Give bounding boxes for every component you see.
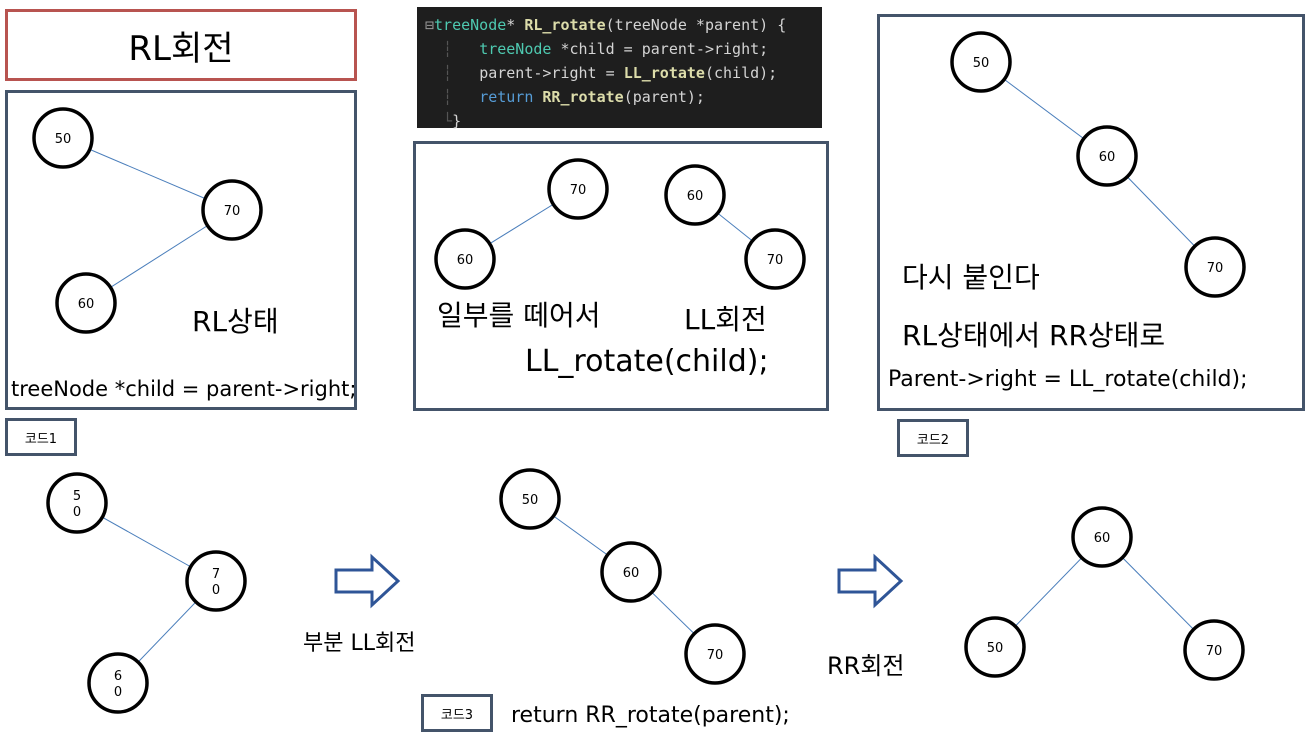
code-line4-post: (parent);: [623, 88, 705, 106]
tree-node: 70: [1183, 619, 1245, 681]
node-circle: [744, 228, 806, 290]
tree-node: 70: [684, 623, 746, 685]
node-circle: [87, 652, 149, 714]
transition-label: RL상태에서 RR상태로: [902, 319, 1166, 352]
tree-node: 70: [1184, 236, 1246, 298]
node-circle: [964, 616, 1026, 678]
node-circle: [46, 472, 108, 534]
code-close-brace: }: [452, 112, 462, 130]
tree-node: 60: [55, 272, 117, 334]
rr-rotate-label: RR회전: [827, 652, 905, 680]
code-star: *: [506, 16, 525, 34]
right-arrow-icon: [334, 553, 401, 609]
code1-text: treeNode *child = parent->right;: [11, 377, 357, 401]
rl-state-label: RL상태: [192, 305, 279, 338]
collapse-icon[interactable]: ⊟: [425, 16, 435, 34]
reattach-label: 다시 붙인다: [902, 261, 1040, 294]
code-fn-ll: LL_rotate: [623, 64, 705, 82]
node-circle: [499, 468, 561, 530]
node-label: 70: [1206, 644, 1223, 659]
node-label: 60: [623, 566, 640, 581]
node-label: 60: [687, 189, 704, 204]
node-label: 60: [78, 297, 95, 312]
tree-node: 60: [1071, 506, 1133, 568]
ll-rotate-label: LL회전: [684, 303, 767, 336]
node-circle: [600, 541, 662, 603]
page-title: RL회전: [128, 28, 234, 69]
node-label: 60: [457, 253, 474, 268]
tree-node: 50: [32, 107, 94, 169]
node-circle: [684, 623, 746, 685]
code2-text: Parent->right = LL_rotate(child);: [888, 367, 1248, 392]
tree-node: 70: [744, 228, 806, 290]
node-label: 70: [224, 204, 241, 219]
node-label: 70: [1207, 261, 1224, 276]
node-circle: [1076, 125, 1138, 187]
node-label: 50: [973, 56, 990, 71]
tree-node: 60: [664, 164, 726, 226]
tree-node: 60: [600, 541, 662, 603]
tree-node: 50: [950, 31, 1012, 93]
node-label: 60: [1099, 150, 1116, 165]
code-line3-pre: parent->right =: [479, 64, 624, 82]
tree-node: 50: [499, 468, 561, 530]
node-circle: [434, 228, 496, 290]
code-line3-post: (child);: [704, 64, 778, 82]
tree-node: 70: [547, 158, 609, 220]
node-circle: [32, 107, 94, 169]
tree-node: 60: [434, 228, 496, 290]
node-label: 50: [987, 641, 1004, 656]
tree-node: 70: [201, 179, 263, 241]
node-circle: [664, 164, 726, 226]
tree-node: 60: [1076, 125, 1138, 187]
node-circle: [1184, 236, 1246, 298]
node-label: 50: [55, 132, 72, 147]
code1-tag: 코드1: [5, 418, 77, 456]
node-circle: [1071, 506, 1133, 568]
tree-node: 50: [964, 616, 1026, 678]
code-line2: *child = parent->right;: [551, 40, 769, 58]
code-fn-rr: RR_rotate: [542, 88, 624, 106]
node-circle: [547, 158, 609, 220]
code3-tag: 코드3: [421, 694, 493, 732]
node-circle: [55, 272, 117, 334]
code-panel: ⊟treeNode* RL_rotate(treeNode *parent) {…: [417, 7, 822, 130]
title-box: RL회전: [5, 9, 357, 81]
code-fn-name: RL_rotate: [524, 16, 606, 34]
code-args: (treeNode *parent) {: [605, 16, 787, 34]
node-circle: [950, 31, 1012, 93]
detach-label: 일부를 떼어서: [437, 299, 601, 332]
node-circle: [1183, 619, 1245, 681]
code-type: treeNode: [479, 40, 552, 58]
code2-tag: 코드2: [897, 419, 969, 457]
node-label: 70: [767, 253, 784, 268]
code3-text: return RR_rotate(parent);: [511, 703, 790, 728]
node-label: 60: [1094, 531, 1111, 546]
code-type: treeNode: [434, 16, 507, 34]
code-return-kw: return: [479, 88, 534, 106]
node-label: 70: [570, 183, 587, 198]
node-label: 70: [707, 648, 724, 663]
panel-reattach: [877, 14, 1305, 411]
node-circle: [185, 550, 247, 612]
partial-ll-label: 부분 LL회전: [303, 631, 416, 656]
node-label: 50: [522, 493, 539, 508]
node-circle: [201, 179, 263, 241]
ll-call-text: LL_rotate(child);: [525, 344, 769, 379]
right-arrow-icon: [837, 553, 904, 609]
